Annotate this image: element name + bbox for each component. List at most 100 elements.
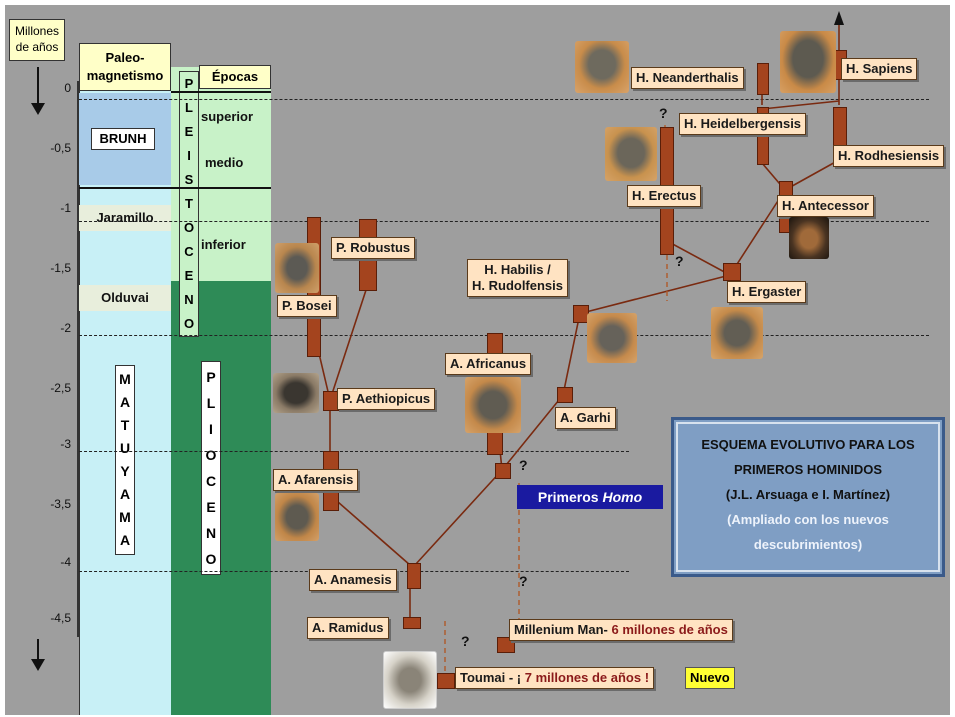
axis-arrow-bottom [37,639,39,661]
skull-toumai-image [383,651,437,709]
pleistoceno-letter: C [184,244,194,259]
olduvai-label: Olduvai [101,290,149,305]
link-garhi-up [562,312,581,396]
label-millenium-prefix: Millenium Man- [514,622,612,637]
pleistoceno-letter: O [183,220,195,235]
bar-anamesis [407,563,421,589]
paleo-header-line2: magnetismo [86,68,164,83]
pleistoceno-letter: E [184,268,194,283]
pleistocene-base [171,281,199,715]
label-h-sapiens: H. Sapiens [841,58,918,80]
matuyama-letter: T [120,417,130,433]
plioceno-letter: O [205,551,217,567]
question-erectus: ? [675,253,684,269]
matuyama-letter: A [119,394,131,410]
info-line1: ESQUEMA EVOLUTIVO PARA LOS [701,437,915,452]
axis-tick-label: 0 [64,81,71,95]
bar-garhi [557,387,573,403]
superior-label: superior [201,109,254,124]
guide-3-1 [79,451,629,452]
label-h-neanderthalis: H. Neanderthalis [631,67,744,89]
pleistoceno-letter: L [185,100,193,115]
label-h-erectus: H. Erectus [627,185,702,207]
label-toumai-suffix: 7 millones de años ! [524,670,650,685]
axis-tick-label: -2,5 [50,381,71,395]
axis-tick-label: -3 [60,437,71,451]
guide-2-1 [79,335,929,336]
link-habilis-ergaster [581,274,731,314]
skull-afarensis-image [275,493,319,541]
skull-neanderthalis-image [575,41,629,93]
plioceno-letter: C [205,473,217,489]
label-h-rodhesiensis: H. Rodhesiensis [833,145,945,167]
paleo-boundary [79,187,171,189]
skull-bosei-image [275,243,319,293]
axis-tick-label: -1,5 [50,261,71,275]
plioceno-letter: N [205,525,217,541]
label-p-robustus: P. Robustus [331,237,416,259]
epoch-boundary-top [171,91,271,93]
axis-arrow-bottom-head [31,659,45,671]
matuyama-letter: M [119,371,131,387]
label-h-habilis-line1: H. Habilis / [484,262,551,277]
bar-ramidus [403,617,421,629]
info-line4: (Ampliado con los nuevos [727,512,889,527]
olduvai-zone [79,285,171,311]
link-garhi-habilis [501,394,564,471]
label-a-africanus: A. Africanus [445,353,532,375]
link-ergaster-erectus [666,240,731,276]
skull-ergaster-image [711,307,763,359]
bar-millenium [497,637,515,653]
skull-habilis-image [587,313,637,363]
label-a-afarensis: A. Afarensis [273,469,359,491]
sapiens-arrow-head [834,11,844,25]
question-neanderthal: ? [659,105,668,121]
label-toumai-prefix: Toumai - ¡ [460,670,525,685]
axis-tick-label: -4 [60,555,71,569]
axis-tick-label: -2 [60,321,71,335]
pleistoceno-letter: E [184,124,194,139]
skull-aethiopicus-image [273,373,319,413]
label-h-antecessor: H. Antecessor [777,195,874,217]
label-a-ramidus: A. Ramidus [307,617,389,639]
label-h-habilis-line2: H. Rudolfensis [472,278,564,293]
pleistoceno-letter: T [185,196,193,211]
brunh-label: BRUNH [91,128,155,150]
plioceno-letter: L [206,395,216,411]
matuyama-letter: Y [120,463,130,479]
pleistoceno-letter: N [184,292,194,307]
info-line3: (J.L. Arsuaga e I. Martínez) [725,487,891,502]
skull-antecessor-image [789,217,829,259]
axis-title-line2: de años [15,40,59,54]
lineage-lines [316,11,844,673]
label-h-ergaster: H. Ergaster [727,281,807,303]
link-antecessor-rodhesiensis [784,159,840,191]
paleo-header: Paleo- magnetismo [79,43,171,91]
matuyama-letter: M [119,509,131,525]
axis-arrow-top [37,67,39,105]
pleistoceno-letter: I [187,148,191,163]
primeros-homo-prefix: Primeros [537,489,603,505]
matuyama-letter: A [119,532,131,548]
axis-tick-label: -3,5 [50,497,71,511]
question-habilis: ? [519,457,528,473]
paleo-header-line1: Paleo- [105,50,145,65]
link-heidel-sapiens [761,100,840,110]
plioceno-letter: O [205,447,217,463]
skull-erectus-image [605,127,657,181]
label-h-heidelbergensis: H. Heidelbergensis [679,113,807,135]
axis-title: Millones de años [9,19,65,61]
jaramillo-zone [79,205,171,231]
link-anamesis-afarensis [329,494,411,566]
medio-label: medio [205,155,244,170]
axis-line [77,81,79,637]
matuyama-letter: U [119,440,131,456]
axis-title-line1: Millones [14,24,59,38]
pleistoceno-letter: P [184,76,194,91]
bar-neanderthalis [757,63,769,95]
axis-tick-label: -0,5 [50,141,71,155]
info-line2: PRIMEROS HOMINIDOS [733,462,883,477]
